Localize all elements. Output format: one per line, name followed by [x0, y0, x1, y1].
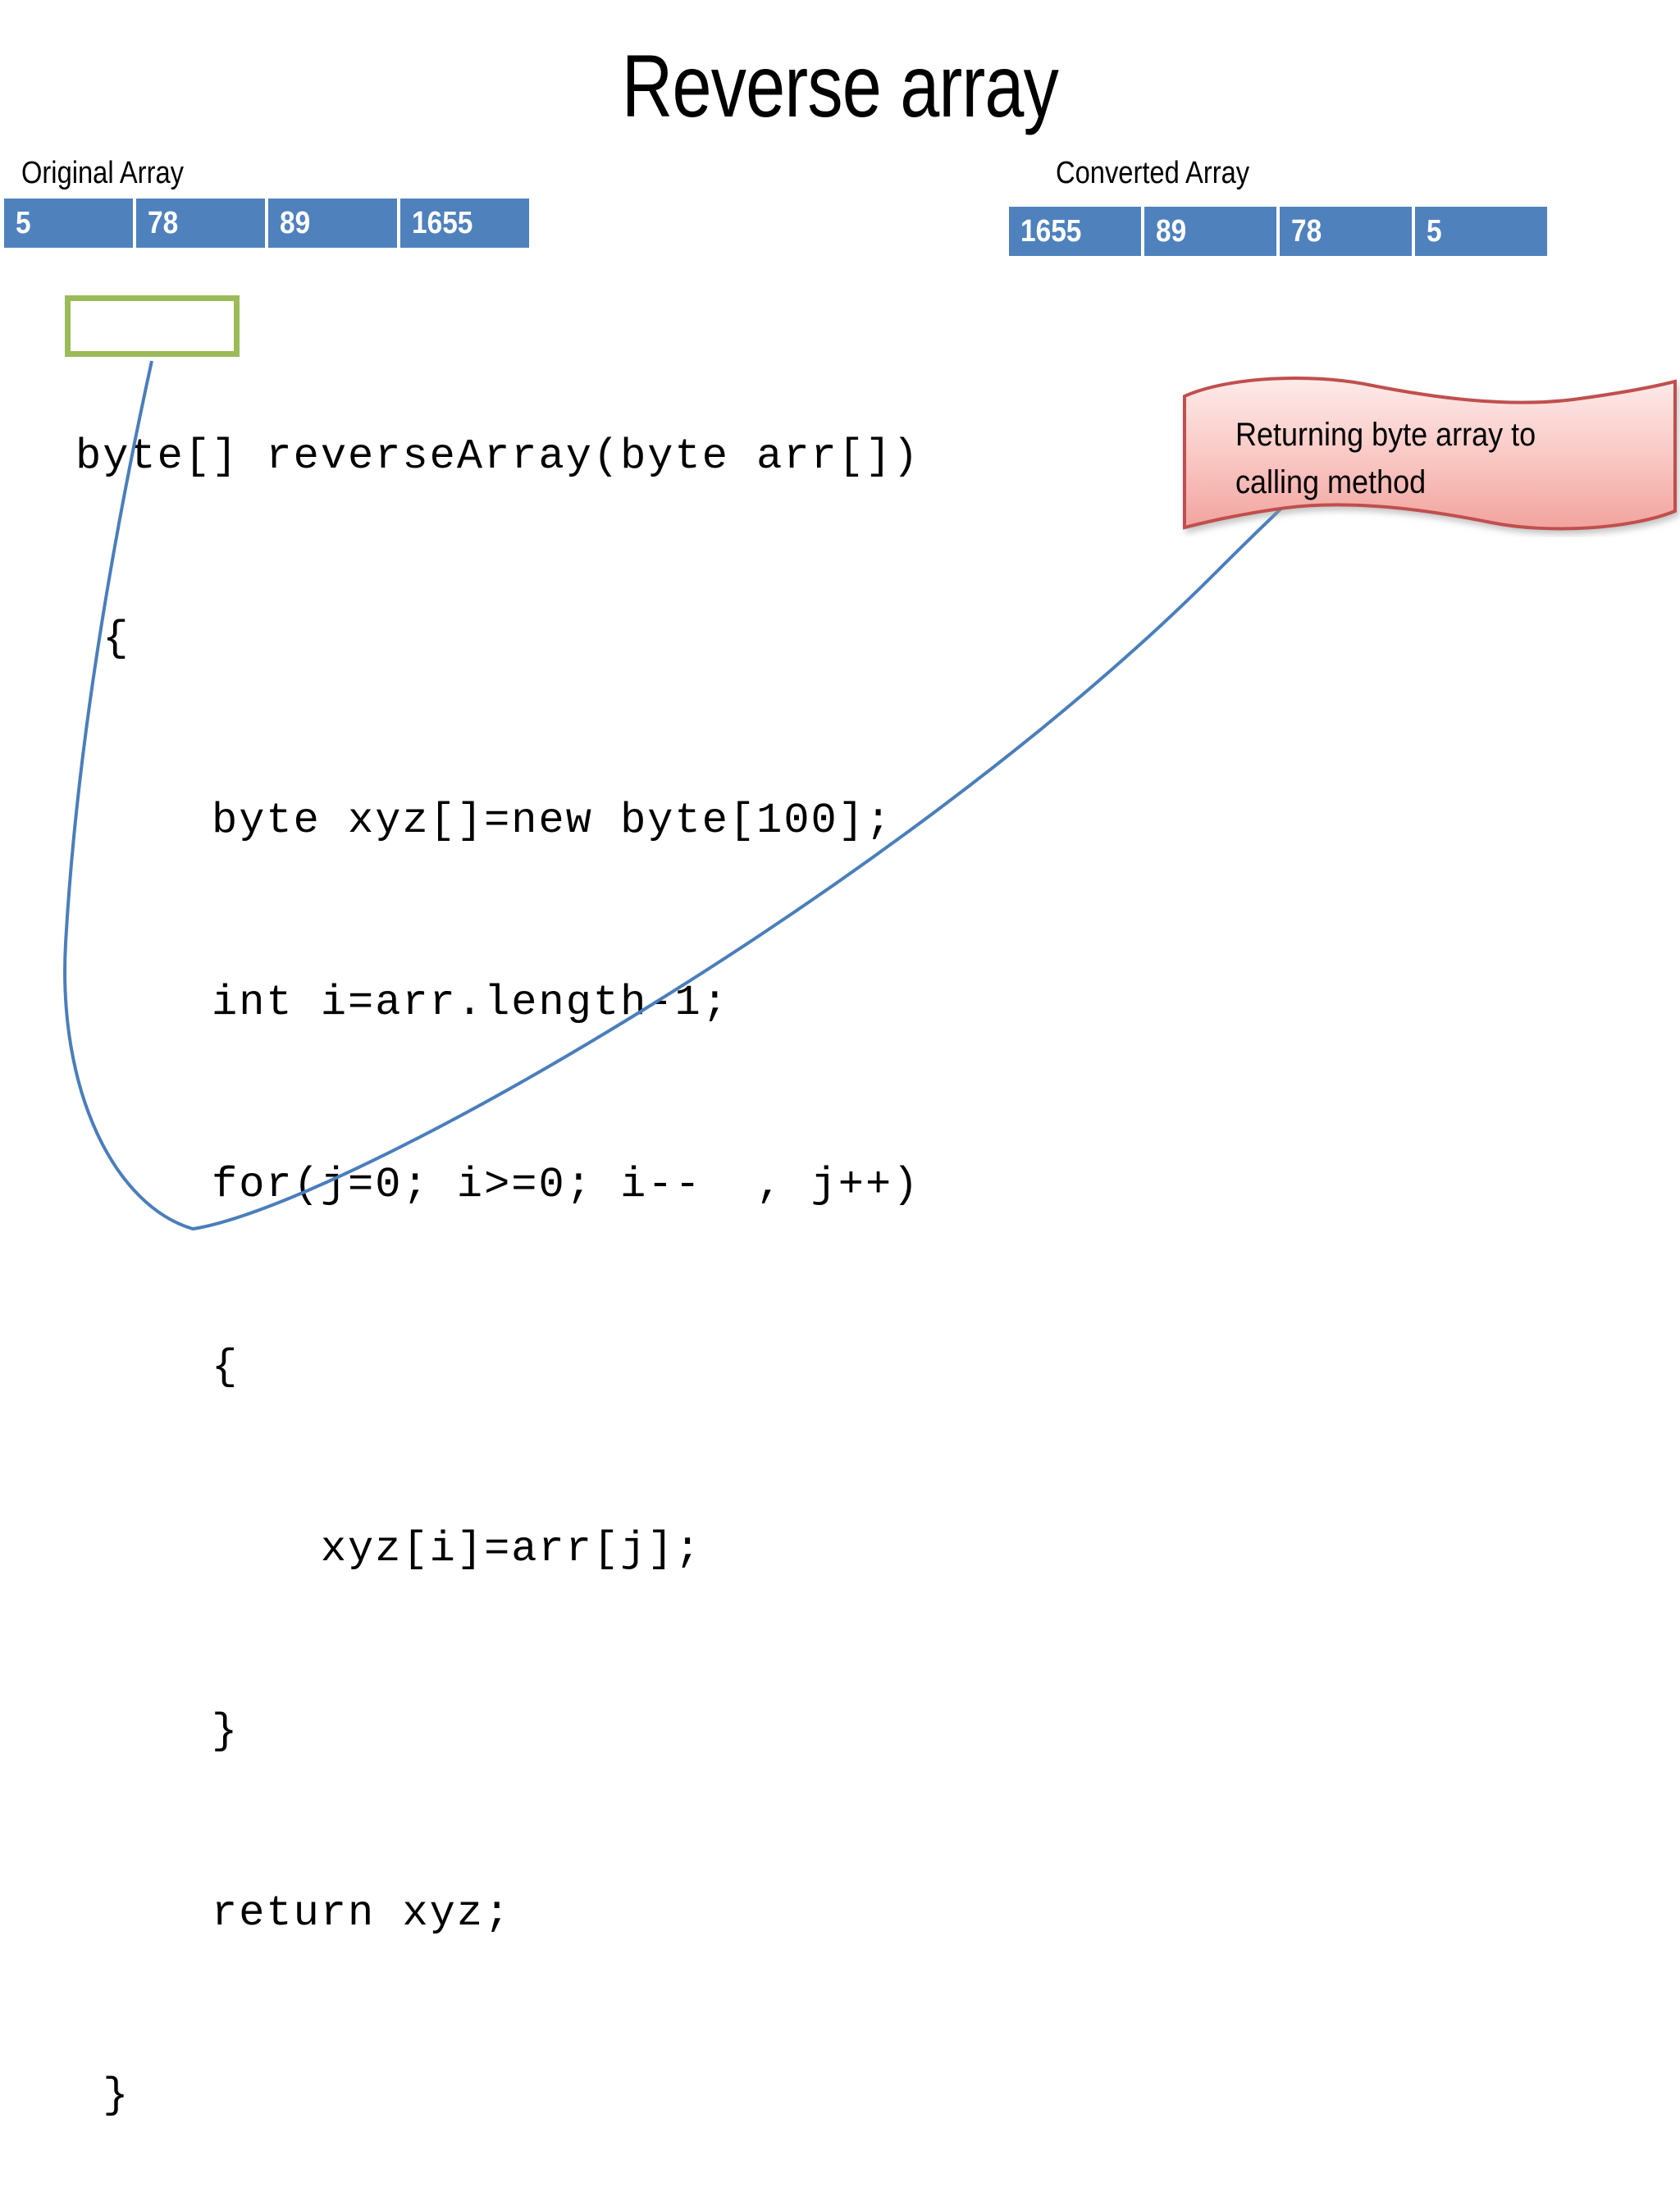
code-line-4: for(j=0; i>=0; i-- , j++)	[75, 1161, 920, 1209]
original-array-cell-1-value: 78	[148, 205, 179, 240]
page-title: Reverse array	[621, 36, 1059, 135]
converted-array-cell-2: 78	[1280, 207, 1412, 256]
converted-array-cell-1: 89	[1144, 207, 1276, 256]
code-line-5: {	[75, 1343, 240, 1391]
code-line-0: byte[] reverseArray(byte arr[])	[75, 432, 920, 481]
original-array-cell-3: 1655	[400, 199, 529, 248]
original-array-cell-2-value: 89	[280, 205, 311, 240]
code-line-1: {	[75, 614, 130, 663]
code-line-3: int i=arr.length-1;	[75, 979, 729, 1027]
converted-array-cell-1-value: 89	[1156, 213, 1187, 249]
code-block: byte[] reverseArray(byte arr[]) { byte x…	[75, 305, 920, 2187]
original-array-cell-0-value: 5	[16, 205, 31, 240]
original-array-label: Original Array	[21, 156, 184, 190]
converted-array-cell-0: 1655	[1009, 207, 1141, 256]
callout-text: Returning byte array to calling method	[1235, 417, 1536, 500]
original-array-cell-1: 78	[136, 199, 265, 248]
converted-array-cell-2-value: 78	[1291, 213, 1322, 249]
code-line-6: xyz[i]=arr[j];	[75, 1525, 702, 1573]
code-line-2: byte xyz[]=new byte[100];	[75, 797, 893, 845]
callout-wave-shape	[1183, 376, 1677, 531]
original-array-cell-3-value: 1655	[412, 205, 473, 240]
converted-array-cell-3-value: 5	[1427, 213, 1442, 249]
code-line-7: }	[75, 1707, 240, 1756]
code-line-9: }	[75, 2071, 130, 2120]
converted-array-cell-3: 5	[1415, 207, 1547, 256]
callout-returning-note: Returning byte array to calling method	[1180, 373, 1680, 537]
converted-array-cell-0-value: 1655	[1020, 213, 1082, 249]
original-array-cell-0: 5	[4, 199, 133, 248]
original-array-strip: 5 78 89 1655	[4, 199, 532, 248]
converted-array-strip: 1655 89 78 5	[1009, 207, 1550, 256]
converted-array-label: Converted Array	[1056, 156, 1250, 190]
original-array-cell-2: 89	[268, 199, 397, 248]
code-line-8: return xyz;	[75, 1889, 512, 1938]
